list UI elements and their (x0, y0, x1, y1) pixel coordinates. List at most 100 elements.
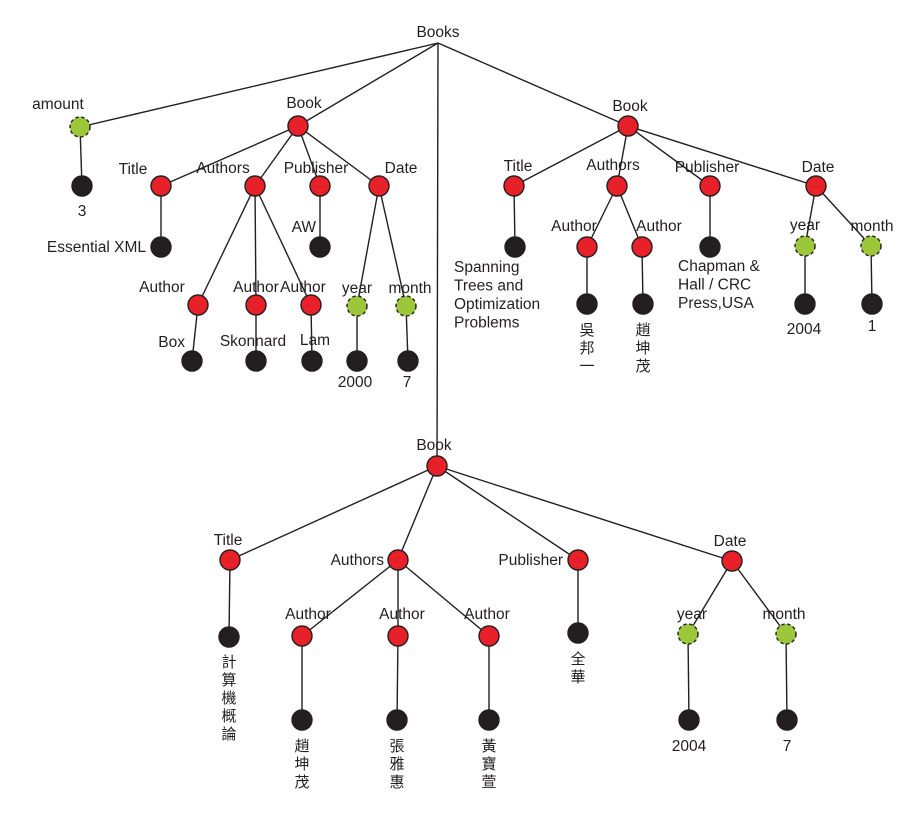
text-value-amount-val: 3 (78, 203, 87, 220)
element-node-book1 (287, 115, 309, 137)
text-value-char: 惠 (389, 774, 404, 791)
text-value-b1-author3-val: Lam (300, 332, 330, 349)
node-label-b2-year: year (790, 217, 820, 234)
nodes (69, 115, 883, 731)
text-value-line: Optimization (454, 296, 540, 313)
element-node-b2-author2 (631, 236, 653, 258)
element-node-b1-author2 (245, 294, 267, 316)
text-node-b3-author1-val (291, 709, 313, 731)
attribute-node-b2-month (860, 235, 882, 257)
element-node-b3-authors (387, 549, 409, 571)
text-node-b3-title-val (218, 626, 240, 648)
edge-books-to-book1 (297, 42, 439, 127)
node-label-b1-month: month (388, 280, 431, 297)
edge-book3-to-b3-authors (397, 465, 438, 561)
text-value-line: Spanning (454, 259, 520, 276)
edge-b3-authors-to-b3-author1 (301, 559, 399, 637)
edge-book3-to-b3-publisher (436, 465, 579, 561)
text-value-b2-author1-val: 吳邦一 (579, 322, 594, 375)
edge-books-to-book3 (436, 42, 439, 467)
text-value-char: 趙 (294, 738, 309, 755)
node-label-b1-author1: Author (139, 279, 185, 296)
edge-books-to-amount (79, 42, 439, 128)
text-value-line: Chapman & (678, 258, 761, 275)
edge-book1-to-b1-authors (254, 125, 299, 187)
edge-b2-authors-to-b2-author2 (616, 185, 643, 248)
text-value-char: 機 (221, 690, 236, 707)
text-node-b1-author3-val (301, 350, 323, 372)
text-value-char: 算 (221, 671, 236, 689)
text-value-char: 論 (221, 726, 236, 743)
text-node-b3-year-val (678, 709, 700, 731)
text-value-char: 邦 (579, 340, 594, 357)
text-value-b2-year-val: 2004 (787, 321, 822, 338)
edge-b2-authors-to-b2-author1 (586, 185, 618, 248)
element-node-book3 (426, 455, 448, 477)
text-value-b1-year-val: 2000 (338, 374, 373, 391)
edge-book1-to-b1-date (297, 125, 380, 187)
text-node-b2-author2-val (632, 293, 654, 315)
element-node-b2-publisher (699, 175, 721, 197)
text-node-amount-val (71, 175, 93, 197)
text-value-char: 一 (579, 358, 594, 375)
node-label-b2-authors: Authors (586, 157, 640, 174)
node-label-book2: Book (612, 98, 648, 115)
edge-b1-authors-to-b1-author2 (254, 185, 257, 306)
text-value-char: 全 (570, 650, 585, 668)
text-value-b3-author1-val: 趙坤茂 (294, 738, 309, 791)
edge-book3-to-b3-title (229, 465, 438, 561)
edge-b3-month-to-b3-month-val (785, 633, 788, 721)
text-node-b1-publisher-val (309, 236, 331, 258)
node-label-b1-authors: Authors (196, 160, 250, 177)
text-node-b3-author3-val (478, 709, 500, 731)
text-value-char: 坤 (294, 756, 309, 773)
text-value-b3-publisher-val: 全華 (570, 650, 585, 686)
text-node-b2-month-val (861, 293, 883, 315)
edge-b1-authors-to-b1-author1 (197, 185, 256, 306)
attribute-node-amount (69, 116, 91, 138)
edge-b1-date-to-b1-year (356, 185, 380, 307)
text-value-char: 計 (221, 654, 236, 671)
text-node-b2-author1-val (576, 293, 598, 315)
text-value-char: 黃 (481, 738, 496, 755)
element-node-b2-author1 (576, 236, 598, 258)
node-label-b3-authors: Authors (331, 552, 385, 569)
element-node-b2-authors (606, 175, 628, 197)
element-node-b3-author1 (291, 625, 313, 647)
text-value-b1-author2-val: Skonnard (220, 333, 286, 350)
text-node-b1-title-val (150, 236, 172, 258)
text-value-line: Press,USA (678, 295, 754, 312)
text-value-char: 坤 (635, 340, 650, 357)
node-label-amount: amount (32, 96, 84, 113)
attribute-node-b3-month (775, 623, 797, 645)
node-label-b1-title: Title (119, 161, 148, 178)
node-label-b2-date: Date (802, 159, 835, 176)
node-label-b2-publisher: Publisher (675, 159, 740, 176)
text-node-b2-year-val (794, 293, 816, 315)
edge-b2-date-to-b2-month (815, 185, 872, 247)
text-value-b2-author2-val: 趙坤茂 (635, 322, 650, 375)
text-value-char: 寶 (481, 755, 496, 773)
text-value-char: 雅 (389, 756, 404, 773)
edge-b1-date-to-b1-month (378, 185, 407, 307)
node-label-b1-author2: Author (233, 279, 279, 296)
node-label-b3-year: year (677, 606, 707, 623)
text-node-b1-month-val (397, 350, 419, 372)
node-label-b2-author1: Author (551, 218, 597, 235)
edge-book2-to-b2-publisher (627, 125, 711, 187)
node-label-b2-title: Title (504, 158, 533, 175)
text-value-b1-author1-val: Box (158, 334, 185, 351)
text-value-b3-title-val: 計算機概論 (221, 654, 236, 743)
text-value-char: 萱 (481, 774, 496, 791)
node-label-b1-author3: Author (280, 279, 326, 296)
attribute-node-b3-year (677, 623, 699, 645)
node-label-b3-title: Title (214, 532, 243, 549)
attribute-node-b1-year (346, 295, 368, 317)
node-label-b1-publisher: Publisher (284, 160, 349, 177)
node-label-b2-author2: Author (636, 218, 682, 235)
attribute-node-b2-year (794, 235, 816, 257)
node-label-b3-author2: Author (379, 606, 425, 623)
